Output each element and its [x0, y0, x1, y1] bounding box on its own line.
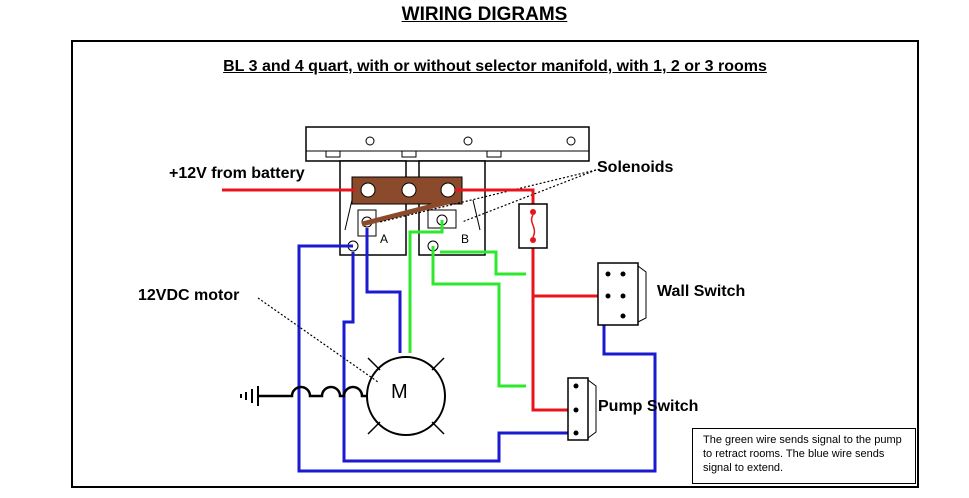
ground-icon	[240, 386, 259, 406]
battery-label: +12V from battery	[169, 165, 305, 182]
wall-switch-body	[597, 262, 647, 326]
diagram-subtitle: BL 3 and 4 quart, with or without select…	[223, 58, 767, 75]
motor-callout	[257, 297, 379, 383]
solenoid-mount-plate	[305, 126, 590, 162]
green-wires	[408, 220, 526, 388]
terminal-b-label: B	[461, 232, 470, 246]
inline-fuse	[518, 203, 548, 249]
solenoids-callout	[379, 169, 597, 223]
motor-symbol-label: M	[391, 381, 408, 403]
bus-bar	[351, 176, 463, 227]
pump-switch-body	[567, 377, 597, 441]
terminal-a-label: A	[380, 232, 389, 246]
pump-switch-label: Pump Switch	[598, 398, 699, 415]
note-box: The green wire sends signal to the pump …	[692, 428, 916, 484]
wall-switch-label: Wall Switch	[657, 283, 746, 300]
page-title: WIRING DIGRAMS	[401, 4, 568, 25]
blue-wires	[297, 228, 657, 473]
diagram-frame	[71, 40, 919, 488]
red-fuse-wire	[455, 188, 605, 412]
ground-wire	[258, 385, 367, 398]
motor-label: 12VDC motor	[138, 287, 240, 304]
solenoids-label: Solenoids	[597, 159, 674, 176]
solenoid-a	[339, 160, 407, 256]
